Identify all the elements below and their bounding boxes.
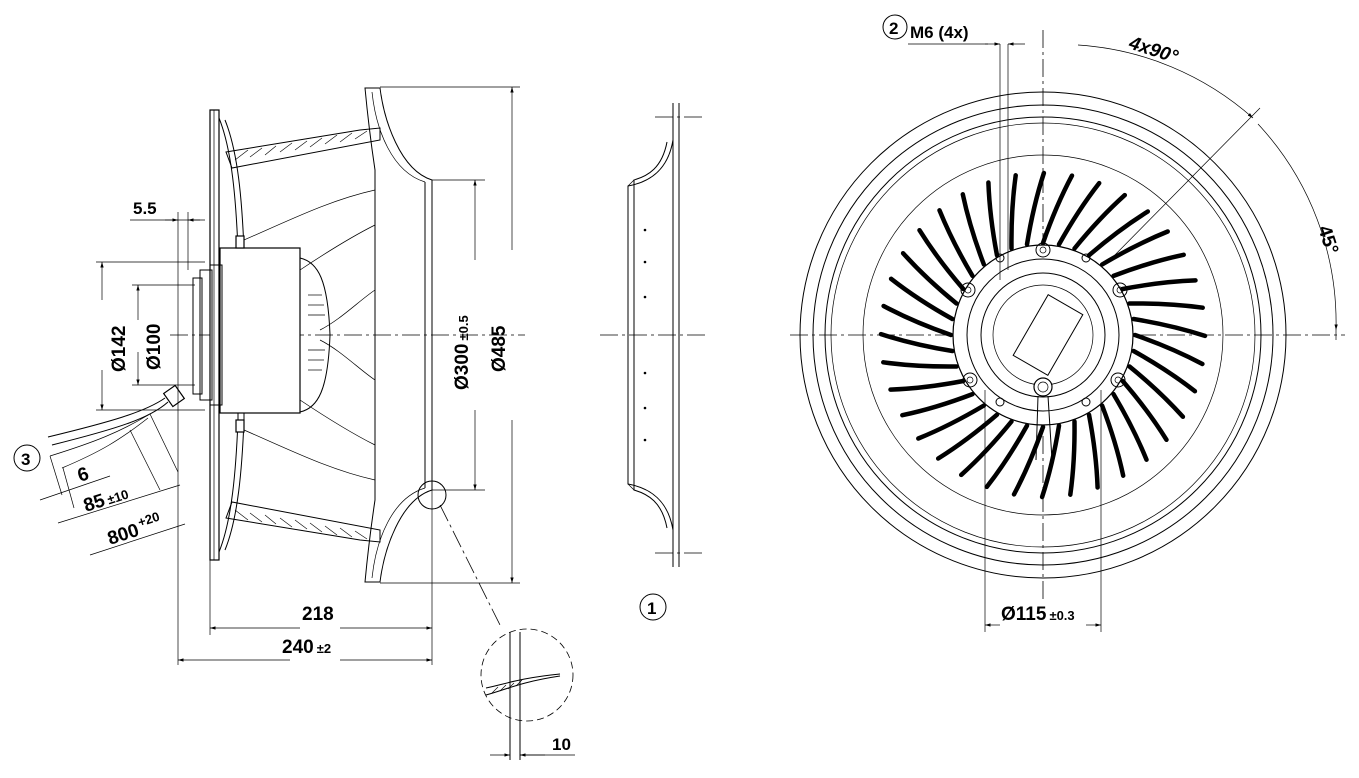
impeller-blade bbox=[900, 250, 959, 306]
impeller-blade bbox=[1127, 301, 1205, 310]
impeller-blade bbox=[1099, 229, 1170, 267]
dim-240: 240±2 bbox=[178, 637, 432, 662]
dim-100-label: Ø100 bbox=[144, 324, 165, 370]
dim-5-5: 5.5 bbox=[130, 199, 205, 665]
thread-callout: 2 M6 (4x) bbox=[882, 14, 1025, 280]
dim-85-label: 85±10 bbox=[81, 483, 131, 517]
dim-485: Ø485 bbox=[380, 86, 520, 584]
lower-blade-section bbox=[225, 501, 381, 543]
dim-218: 218 bbox=[209, 490, 433, 665]
impeller-blade bbox=[1131, 316, 1208, 339]
impeller-blade bbox=[888, 378, 966, 392]
impeller-blade bbox=[1040, 173, 1075, 246]
impeller-blade bbox=[1068, 419, 1077, 497]
dim-100: Ø100 bbox=[132, 284, 195, 386]
mounting-lugs bbox=[960, 242, 1128, 407]
impeller-blade bbox=[937, 208, 975, 279]
dim-5-5-label: 5.5 bbox=[133, 199, 157, 218]
impeller-blade bbox=[1086, 209, 1151, 258]
impeller-blade bbox=[881, 360, 959, 369]
svg-text:3: 3 bbox=[21, 450, 30, 469]
inlet-shroud bbox=[364, 87, 433, 583]
impeller-blade bbox=[878, 331, 955, 354]
impeller-blade bbox=[1024, 170, 1047, 247]
impeller-blade bbox=[1039, 423, 1062, 500]
impeller-blade bbox=[1099, 403, 1126, 478]
impeller-blade bbox=[958, 419, 1014, 478]
impeller-blade bbox=[888, 276, 955, 322]
dim-142: Ø142 bbox=[96, 261, 205, 411]
impeller-blade bbox=[1132, 332, 1205, 367]
impeller-blade bbox=[1131, 348, 1198, 394]
impeller-blade bbox=[881, 303, 954, 338]
outer-shroud-ring bbox=[799, 91, 1287, 579]
impeller-blades bbox=[878, 170, 1208, 500]
motor-housing bbox=[219, 247, 301, 414]
impeller-blade bbox=[1120, 378, 1169, 443]
upper-blade-section bbox=[225, 127, 381, 169]
impeller-blade bbox=[1111, 391, 1149, 462]
dim-300-label: Ø300±0.5 bbox=[452, 315, 473, 390]
impeller-blade bbox=[900, 391, 975, 418]
impeller-blade bbox=[960, 192, 987, 267]
impeller-blade bbox=[1011, 424, 1046, 497]
dim-218-label: 218 bbox=[302, 604, 334, 625]
dim-cable-lengths: 6 85±10 800+20 bbox=[39, 413, 186, 556]
svg-text:1: 1 bbox=[647, 599, 656, 618]
callout-3: 3 bbox=[13, 444, 41, 472]
side-view: 5.5 Ø142 Ø100 Ø300±0.5 bbox=[13, 86, 575, 760]
impeller-blade bbox=[1111, 252, 1186, 279]
dim-300: Ø300±0.5 bbox=[432, 179, 485, 491]
dim-115-label: Ø115±0.3 bbox=[1001, 604, 1075, 625]
dim-142-label: Ø142 bbox=[109, 326, 130, 372]
cable bbox=[47, 384, 186, 469]
impeller-blade bbox=[935, 412, 1000, 461]
impeller-blade bbox=[917, 227, 966, 292]
dim-240-label: 240±2 bbox=[282, 637, 331, 658]
dim-485-label: Ø485 bbox=[489, 325, 510, 372]
impeller-blade bbox=[1072, 192, 1128, 251]
hub-plate bbox=[952, 244, 1134, 426]
impeller-blade bbox=[916, 403, 987, 441]
impeller-blade bbox=[1056, 180, 1102, 247]
impeller-blade bbox=[1120, 278, 1198, 292]
dim-6-label: 6 bbox=[75, 464, 92, 487]
dim-10-label: 10 bbox=[552, 735, 571, 754]
terminal-box bbox=[1012, 294, 1084, 376]
angle-4x90-label: 4x90° bbox=[1126, 32, 1181, 68]
dim-800-label: 800+20 bbox=[104, 509, 165, 550]
impeller-blade bbox=[1009, 173, 1018, 251]
dim-115: Ø115±0.3 bbox=[984, 390, 1102, 632]
inlet-ring-profile: 1 bbox=[600, 103, 705, 621]
angle-45-label: 45° bbox=[1313, 223, 1342, 257]
svg-text:2: 2 bbox=[889, 19, 898, 38]
impeller-blade bbox=[986, 180, 1000, 258]
impeller-blade bbox=[1086, 412, 1100, 490]
impeller-blade bbox=[1127, 364, 1186, 420]
impeller-blade bbox=[984, 423, 1030, 490]
mounting-plate bbox=[209, 109, 220, 561]
thread-label: M6 (4x) bbox=[910, 23, 969, 42]
detail-view: 10 bbox=[417, 480, 575, 760]
front-view: Ø115±0.3 2 M6 (4x) 4x90° 45° bbox=[790, 14, 1345, 632]
callout-1: 1 bbox=[639, 593, 667, 621]
